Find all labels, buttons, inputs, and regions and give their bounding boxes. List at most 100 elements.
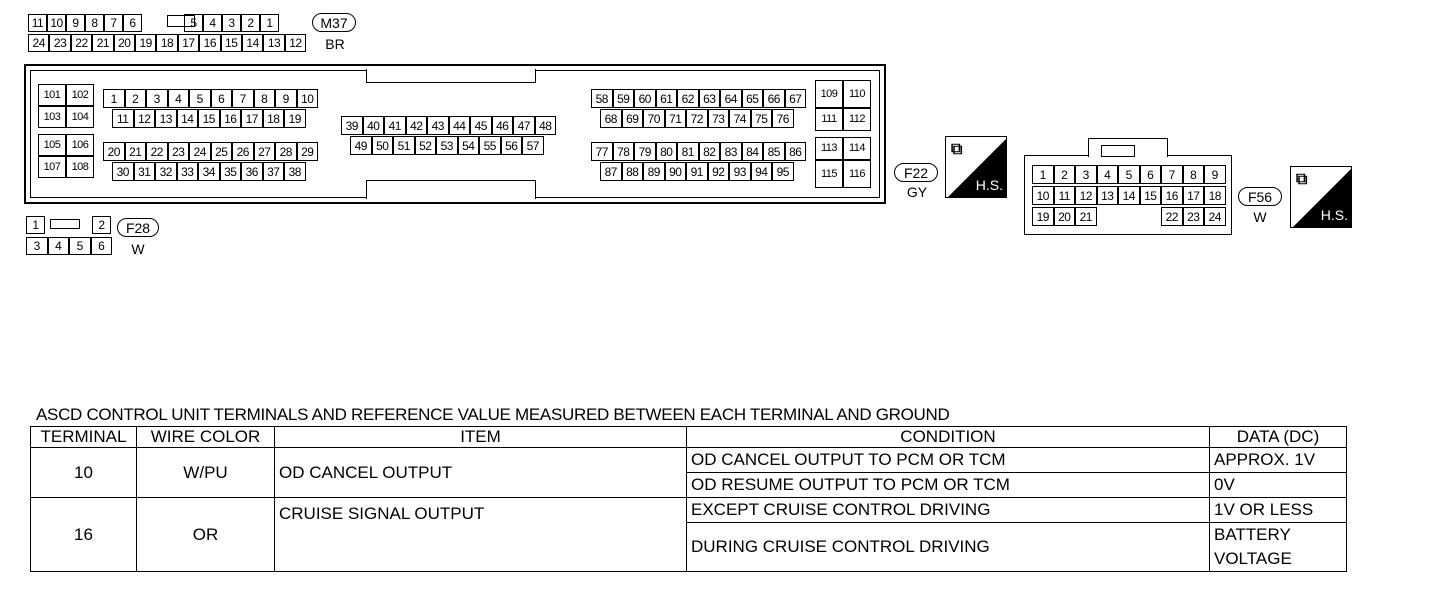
pin-14: 14 — [1118, 186, 1140, 205]
header-condition: CONDITION — [686, 426, 1210, 448]
pin-13: 13 — [263, 34, 285, 52]
f22-hs-badge: ⧉ H.S. — [945, 136, 1007, 198]
f28-wire-color: W — [131, 241, 145, 257]
f56-wire-color: W — [1253, 209, 1267, 225]
pin-9: 9 — [66, 14, 85, 32]
main-connector-top-latch — [366, 69, 536, 83]
pin-8: 8 — [1182, 165, 1204, 184]
pin-88: 88 — [621, 162, 643, 181]
pin-52: 52 — [414, 136, 436, 155]
f56-connector-tag: F56 — [1238, 187, 1282, 206]
pin-62: 62 — [677, 89, 699, 108]
f22-connector-tag: F22 — [894, 163, 938, 182]
cell-terminal: 10 — [30, 447, 137, 498]
pin-84: 84 — [741, 142, 763, 161]
pin-101: 101 — [38, 84, 66, 106]
pin-44: 44 — [448, 116, 470, 135]
pin-3: 3 — [222, 14, 241, 32]
pin-20: 20 — [103, 142, 125, 161]
pin-48: 48 — [534, 116, 556, 135]
pin-60: 60 — [634, 89, 656, 108]
pin-107: 107 — [38, 156, 66, 178]
cell-item: CRUISE SIGNAL OUTPUT — [274, 497, 687, 572]
pin-gap — [1118, 207, 1140, 226]
pin-7: 7 — [104, 14, 123, 32]
pin-13: 13 — [155, 109, 177, 128]
pin-22: 22 — [70, 34, 93, 52]
pin-19: 19 — [1032, 207, 1054, 226]
pin-69: 69 — [621, 109, 643, 128]
cell-data: APPROX. 1V — [1209, 447, 1347, 473]
f28-lock — [50, 219, 80, 229]
pin-24: 24 — [189, 142, 211, 161]
pin-36: 36 — [241, 162, 263, 181]
pin-34: 34 — [198, 162, 220, 181]
table-row: DURING CRUISE CONTROL DRIVING BATTERY VO… — [31, 522, 1347, 572]
cell-item: OD CANCEL OUTPUT — [274, 447, 687, 498]
f56-hs-badge: ⧉ H.S. — [1290, 166, 1352, 228]
pin-51: 51 — [393, 136, 415, 155]
pin-94: 94 — [750, 162, 772, 181]
pin-55: 55 — [479, 136, 501, 155]
pin-10: 10 — [296, 89, 318, 108]
cell-condition: EXCEPT CRUISE CONTROL DRIVING — [686, 497, 1210, 523]
pin-89: 89 — [643, 162, 665, 181]
pin-4: 4 — [167, 89, 189, 108]
pin-5: 5 — [69, 237, 91, 255]
pin-106: 106 — [66, 134, 94, 156]
pin-66: 66 — [763, 89, 785, 108]
pin-108: 108 — [66, 156, 94, 178]
pin-38: 38 — [284, 162, 306, 181]
pin-14: 14 — [176, 109, 198, 128]
cell-data: 0V — [1209, 472, 1347, 498]
pin-15: 15 — [198, 109, 220, 128]
pin-2: 2 — [241, 14, 260, 32]
table-row: 16 OR CRUISE SIGNAL OUTPUT EXCEPT CRUISE… — [30, 497, 1347, 572]
pin-21: 21 — [1075, 207, 1097, 226]
pin-54: 54 — [457, 136, 479, 155]
hs-diagonal-fill — [1293, 169, 1351, 227]
pin-27: 27 — [253, 142, 275, 161]
pin-50: 50 — [371, 136, 393, 155]
pin-11: 11 — [112, 109, 134, 128]
f56-top-tab — [1088, 138, 1168, 157]
pin-8: 8 — [85, 14, 104, 32]
pin-115: 115 — [815, 160, 843, 188]
pin-95: 95 — [772, 162, 794, 181]
pin-10: 10 — [47, 14, 66, 32]
header-data: DATA (DC) — [1209, 426, 1347, 448]
header-item: ITEM — [274, 426, 687, 448]
f56-lock — [1101, 145, 1135, 157]
pin-63: 63 — [698, 89, 720, 108]
pin-113: 113 — [815, 137, 843, 160]
pin-1: 1 — [26, 216, 45, 234]
pin-29: 29 — [296, 142, 318, 161]
pin-86: 86 — [784, 142, 806, 161]
main-connector-housing — [24, 64, 886, 204]
pin-18: 18 — [262, 109, 284, 128]
pin-2: 2 — [1053, 165, 1075, 184]
pin-gap — [1140, 207, 1162, 226]
pin-10: 10 — [1032, 186, 1054, 205]
pin-4: 4 — [1096, 165, 1118, 184]
pin-93: 93 — [729, 162, 751, 181]
pin-74: 74 — [729, 109, 751, 128]
hs-diagonal-fill — [948, 139, 1006, 197]
f22-wire-color: GY — [906, 184, 928, 200]
pin-12: 12 — [284, 34, 307, 52]
pin-20: 20 — [1053, 207, 1075, 226]
pin-7: 7 — [1161, 165, 1183, 184]
pin-33: 33 — [176, 162, 198, 181]
pin-19: 19 — [284, 109, 306, 128]
table-title: ASCD CONTROL UNIT TERMINALS AND REFERENC… — [36, 405, 950, 424]
